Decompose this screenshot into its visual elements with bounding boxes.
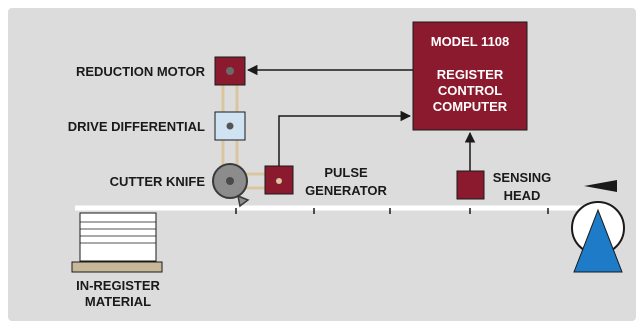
drive-differential-label: DRIVE DIFFERENTIAL	[68, 119, 205, 134]
background-panel	[8, 8, 636, 321]
motor-shaft	[226, 67, 234, 75]
feed-direction-arrow	[584, 180, 617, 192]
material-stack	[79, 212, 157, 262]
cutter-knife-label: CUTTER KNIFE	[110, 174, 206, 189]
pulse-generator-label-line2: GENERATOR	[305, 183, 387, 198]
material-stack-base	[71, 261, 163, 273]
differential-shaft	[226, 122, 234, 130]
computer-label-line2: CONTROL	[438, 83, 502, 98]
cutter-blade	[236, 194, 250, 208]
drive-differential-block	[214, 111, 246, 141]
cutter-hub	[226, 177, 234, 185]
pulse-generator-label-line1: PULSE	[324, 165, 368, 180]
register-control-computer-box	[412, 21, 528, 131]
reduction-motor-label: REDUCTION MOTOR	[76, 64, 206, 79]
computer-label-line1: REGISTER	[437, 67, 504, 82]
material-label-line1: IN-REGISTER	[76, 278, 160, 293]
feed-roll-stand	[573, 208, 623, 273]
pulse-to-computer-arrow	[278, 110, 412, 166]
computer-label-line3: COMPUTER	[433, 99, 508, 114]
pulse-shaft	[276, 178, 282, 184]
sensing-head-label-line1: SENSING	[493, 170, 552, 185]
material-label-line2: MATERIAL	[85, 294, 151, 309]
computer-model-label: MODEL 1108	[431, 34, 510, 49]
sensing-head-block	[456, 170, 485, 200]
sensing-head-label-line2: HEAD	[504, 188, 541, 203]
